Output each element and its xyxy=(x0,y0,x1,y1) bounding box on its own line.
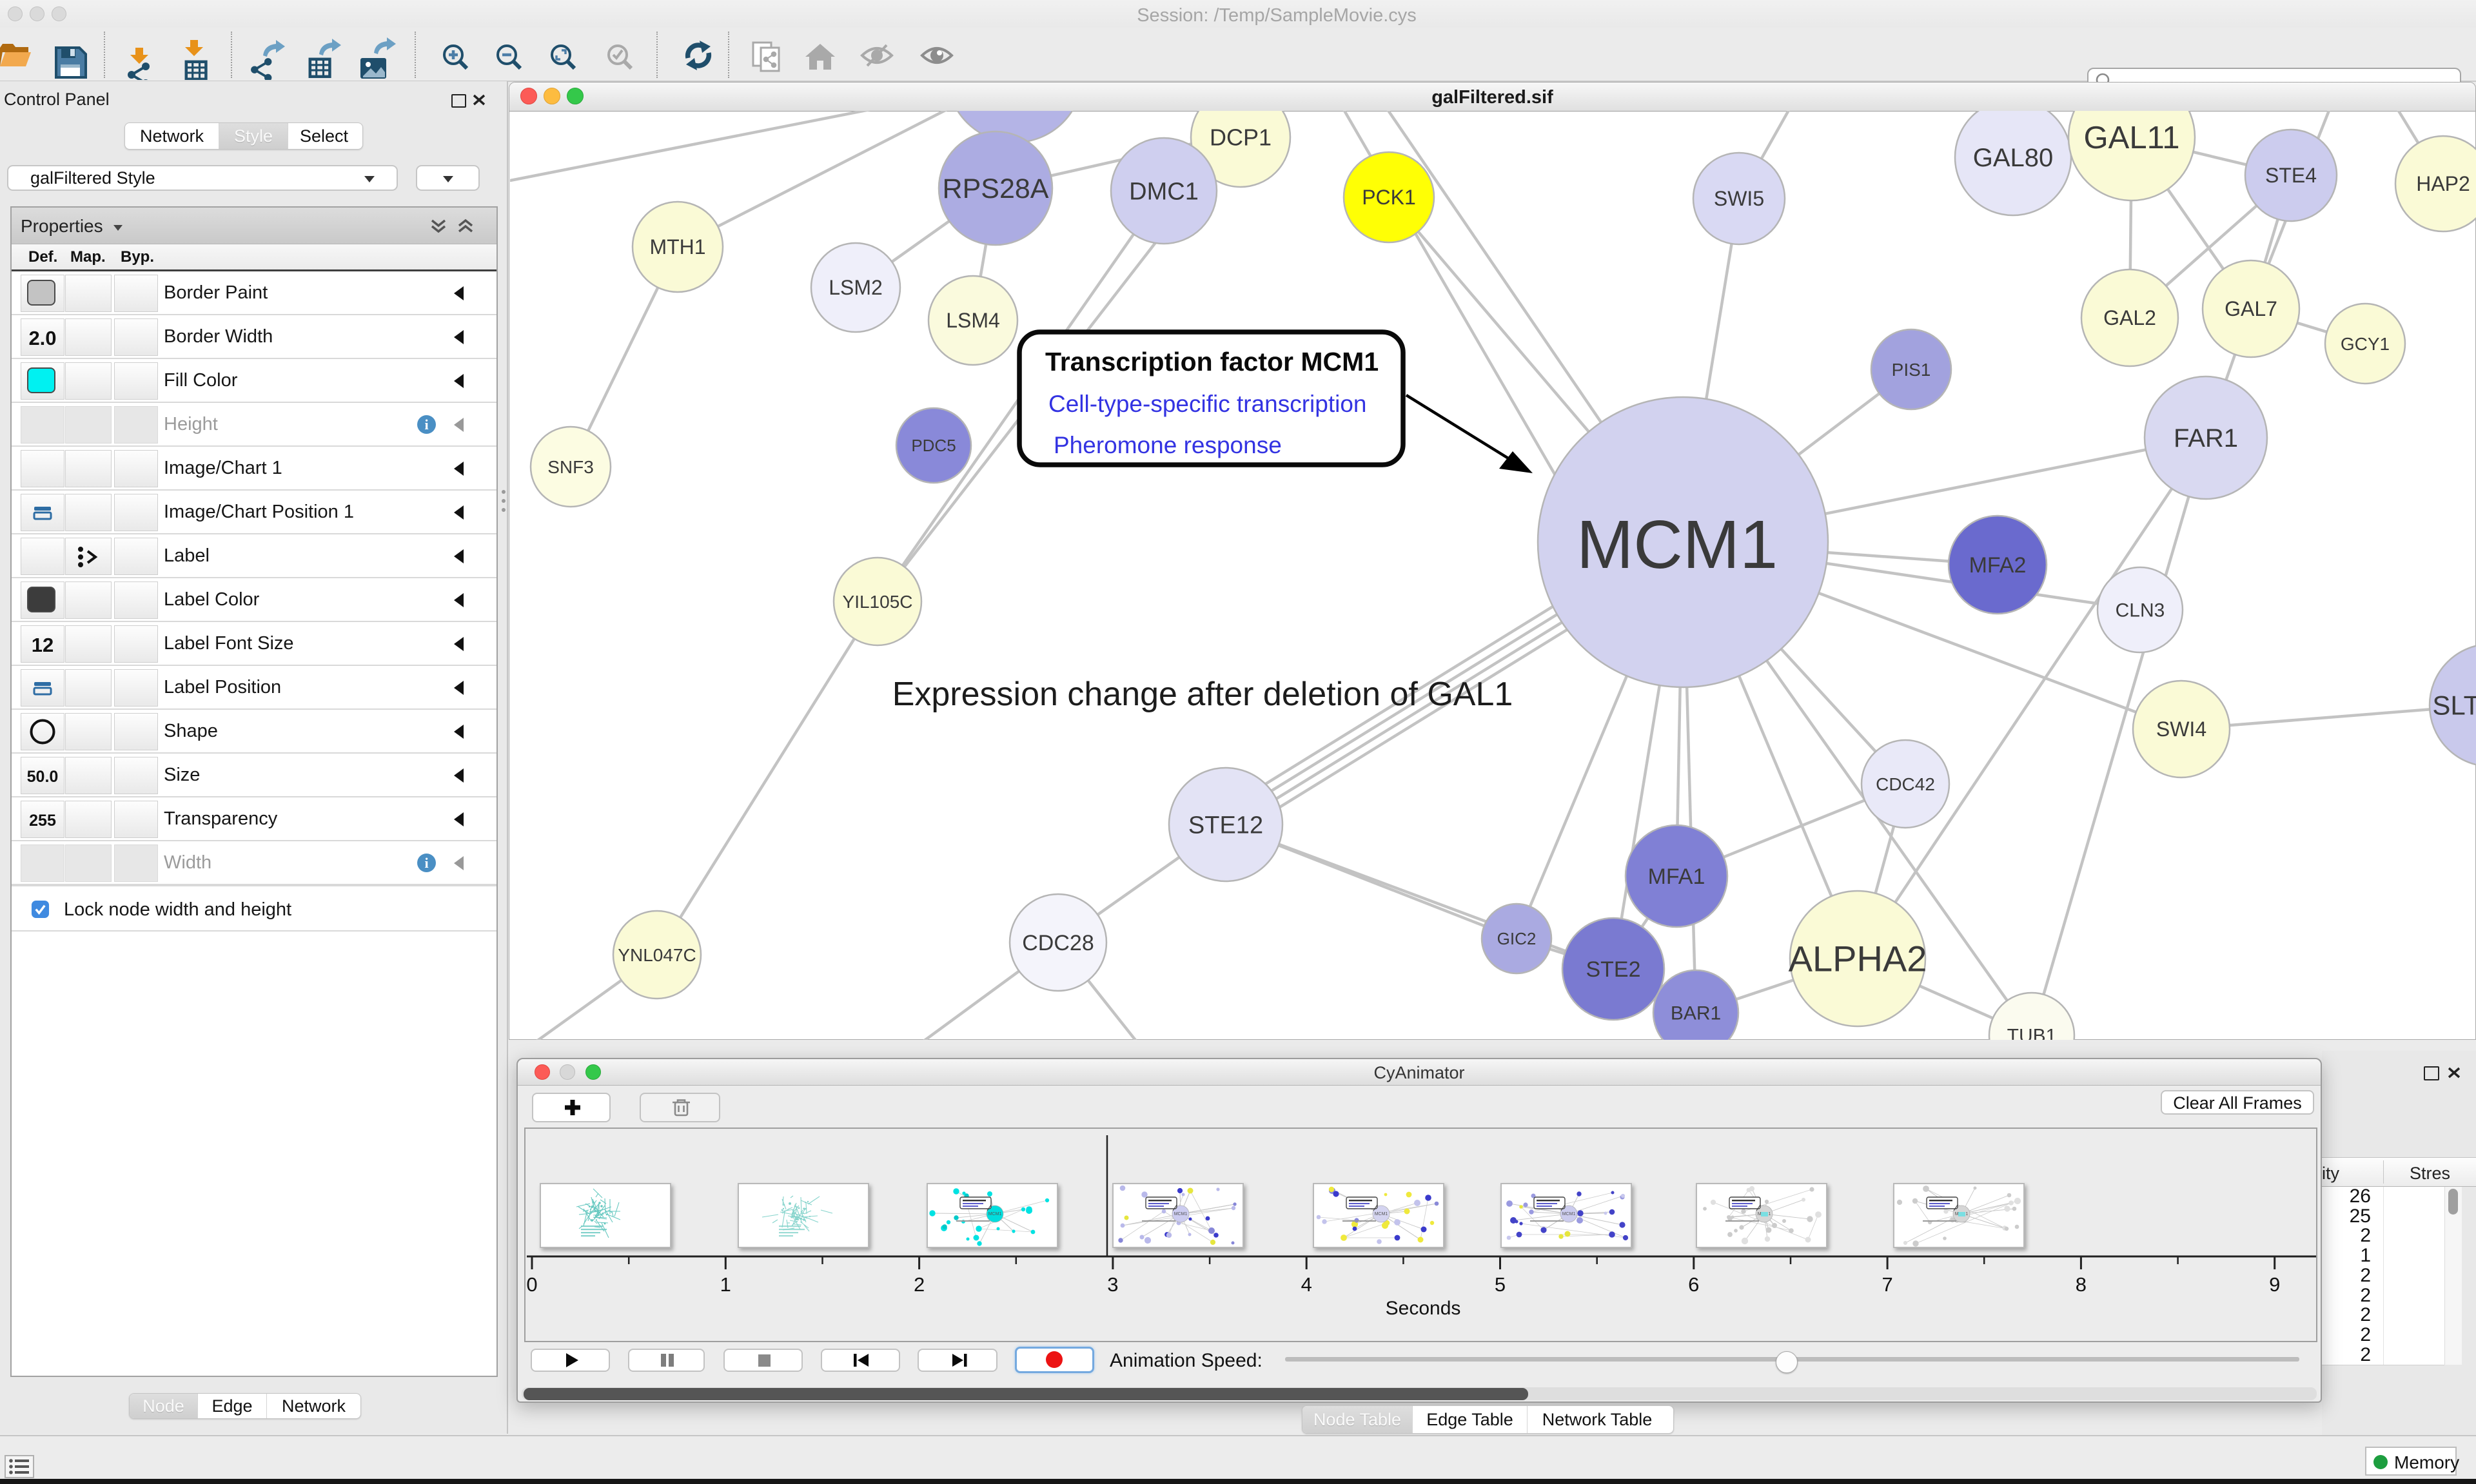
svg-text:3: 3 xyxy=(1107,1273,1118,1296)
svg-text:CDC42: CDC42 xyxy=(1876,774,1935,794)
svg-text:RPS28A: RPS28A xyxy=(943,173,1049,204)
svg-text:CLN3: CLN3 xyxy=(2116,600,2165,621)
svg-text:PIS1: PIS1 xyxy=(1892,360,1931,380)
svg-text:GIC2: GIC2 xyxy=(1497,929,1537,948)
svg-text:MCM1: MCM1 xyxy=(1174,1212,1188,1216)
svg-text:FAR1: FAR1 xyxy=(2174,424,2238,453)
svg-text:MCM1: MCM1 xyxy=(1375,1212,1388,1216)
svg-text:MFA2: MFA2 xyxy=(1969,553,2027,578)
svg-text:YIL105C: YIL105C xyxy=(843,592,913,612)
svg-text:2: 2 xyxy=(914,1273,925,1296)
svg-text:LSM4: LSM4 xyxy=(946,309,1000,332)
svg-text:BAR1: BAR1 xyxy=(1671,1003,1721,1024)
svg-text:SWI5: SWI5 xyxy=(1714,187,1764,210)
svg-text:Pheromone response: Pheromone response xyxy=(1054,432,1282,458)
svg-text:GAL7: GAL7 xyxy=(2225,297,2277,320)
svg-text:4: 4 xyxy=(1301,1273,1312,1296)
svg-text:0: 0 xyxy=(526,1273,537,1296)
svg-text:6: 6 xyxy=(1688,1273,1699,1296)
svg-text:5: 5 xyxy=(1495,1273,1506,1296)
svg-text:LSM2: LSM2 xyxy=(829,276,883,299)
svg-text:1: 1 xyxy=(720,1273,731,1296)
svg-text:SNF3: SNF3 xyxy=(547,457,594,477)
svg-text:8: 8 xyxy=(2076,1273,2087,1296)
svg-text:Expression change after deleti: Expression change after deletion of GAL1 xyxy=(892,676,1513,713)
svg-text:MTH1: MTH1 xyxy=(649,235,705,259)
svg-text:Transcription factor MCM1: Transcription factor MCM1 xyxy=(1045,347,1379,376)
svg-text:DMC1: DMC1 xyxy=(1129,178,1199,205)
svg-text:TUB1: TUB1 xyxy=(2007,1026,2057,1040)
svg-text:7: 7 xyxy=(1882,1273,1892,1296)
svg-text:PDC5: PDC5 xyxy=(911,436,956,455)
svg-text:MFA1: MFA1 xyxy=(1648,864,1705,889)
svg-text:MCM1: MCM1 xyxy=(1562,1212,1576,1216)
svg-text:GAL2: GAL2 xyxy=(2103,306,2156,329)
svg-text:HAP2: HAP2 xyxy=(2416,172,2470,195)
svg-text:SWI4: SWI4 xyxy=(2156,718,2206,741)
svg-text:CDC28: CDC28 xyxy=(1022,931,1094,955)
svg-text:STE4: STE4 xyxy=(2265,164,2317,187)
svg-text:GAL80: GAL80 xyxy=(1973,144,2054,172)
svg-text:SLT2: SLT2 xyxy=(2432,690,2476,721)
svg-text:GCY1: GCY1 xyxy=(2341,334,2390,354)
svg-text:STE12: STE12 xyxy=(1188,812,1263,839)
svg-text:YNL047C: YNL047C xyxy=(618,945,696,965)
svg-text:PCK1: PCK1 xyxy=(1362,186,1416,209)
svg-text:Seconds: Seconds xyxy=(1386,1298,1461,1319)
svg-text:DCP1: DCP1 xyxy=(1210,124,1272,151)
svg-text:9: 9 xyxy=(2269,1273,2280,1296)
svg-text:STE2: STE2 xyxy=(1586,957,1640,982)
svg-text:MCM1: MCM1 xyxy=(1577,507,1778,583)
svg-text:GAL11: GAL11 xyxy=(2084,121,2180,155)
svg-text:MCM1: MCM1 xyxy=(988,1212,1002,1216)
svg-text:Cell-type-specific transcripti: Cell-type-specific transcription xyxy=(1048,391,1367,417)
svg-text:ALPHA2: ALPHA2 xyxy=(1789,939,1927,979)
